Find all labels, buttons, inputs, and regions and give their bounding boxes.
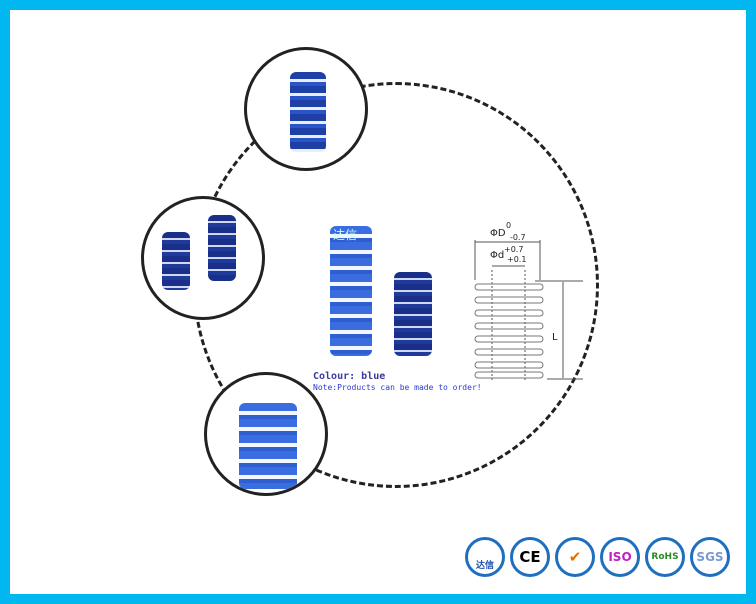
inner-diameter-label: Φd [490, 250, 505, 261]
badge-label: RoHS [651, 552, 679, 562]
outer-tol-upper: 0 [506, 221, 512, 230]
badge-label: 达信 [475, 561, 494, 571]
check-icon: ✔ [568, 548, 582, 566]
note-label: Note:Products can be made to order! [313, 383, 482, 392]
ce-badge: CE [510, 537, 550, 577]
spring-image [239, 403, 297, 489]
spring-tall [330, 226, 372, 356]
badge-label: SGS [696, 550, 724, 564]
badge-label: CE [519, 548, 541, 566]
inner-tol-lower: +0.1 [507, 255, 527, 264]
inner-tol-upper: +0.7 [504, 245, 524, 254]
spring-dimension-diagram [474, 240, 583, 380]
length-label: L [552, 332, 558, 343]
badge-label: ISO [608, 550, 632, 564]
spring-short [394, 272, 432, 356]
spring-image [290, 72, 326, 152]
colour-label: Colour: blue [313, 371, 386, 382]
daxin-logo-badge: 达信 [465, 537, 505, 577]
outer-tol-lower: -0.7 [510, 233, 526, 242]
spring-image [208, 215, 236, 281]
rohs-badge: RoHS [645, 537, 685, 577]
iso-badge: ISO [600, 537, 640, 577]
certified-check-badge: ✔ [555, 537, 595, 577]
thumb-spring-bottom [204, 372, 328, 496]
outer-diameter-label: ΦD [490, 228, 506, 239]
spring-image [162, 232, 190, 290]
sgs-badge: SGS [690, 537, 730, 577]
watermark: 达信 [333, 228, 358, 242]
thumb-spring-top [244, 47, 368, 171]
thumb-spring-pair [141, 196, 265, 320]
